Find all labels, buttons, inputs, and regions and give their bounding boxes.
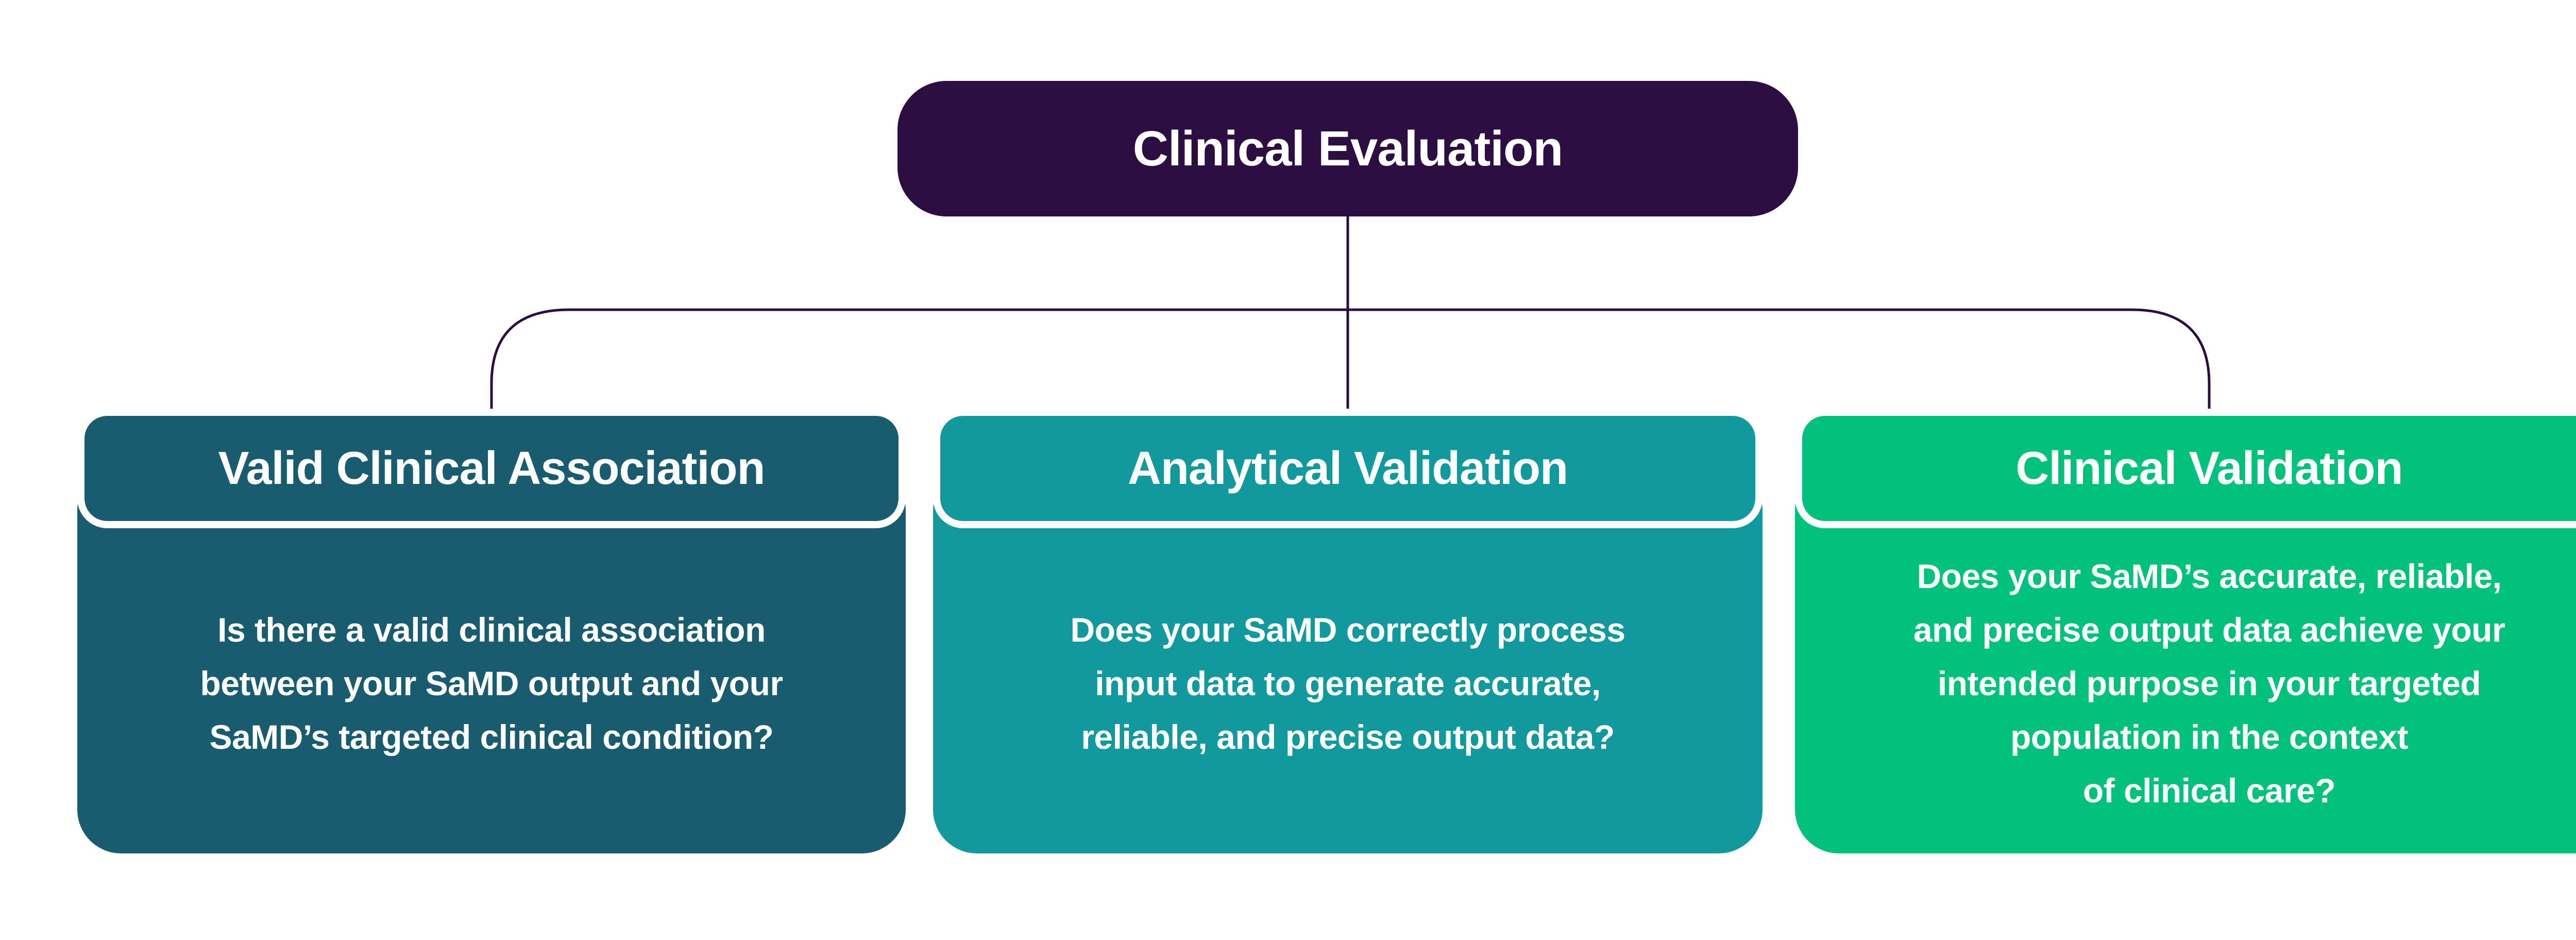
clinical-validation-description-panel: Does your SaMD’s accurate, reliable, and…: [1795, 466, 2576, 853]
valid-clinical-association-title: Valid Clinical Association: [218, 442, 766, 494]
node-valid-clinical-association: Is there a valid clinical association be…: [77, 409, 906, 853]
analytical-validation-description: Does your SaMD correctly process input d…: [1070, 610, 1625, 756]
connector-bracket: [490, 308, 2211, 410]
clinical-validation-description: Does your SaMD’s accurate, reliable, and…: [1913, 557, 2505, 810]
clinical-validation-header: Clinical Validation: [1795, 409, 2576, 528]
valid-clinical-association-header: Valid Clinical Association: [77, 409, 906, 528]
root-node: Clinical Evaluation: [897, 81, 1798, 216]
analytical-validation-header: Analytical Validation: [933, 409, 1762, 528]
analytical-validation-description-panel: Does your SaMD correctly process input d…: [933, 466, 1762, 853]
node-analytical-validation: Does your SaMD correctly process input d…: [933, 409, 1762, 853]
node-clinical-validation: Does your SaMD’s accurate, reliable, and…: [1795, 409, 2576, 853]
root-node-label: Clinical Evaluation: [1132, 121, 1564, 176]
clinical-validation-title: Clinical Validation: [2015, 442, 2403, 494]
valid-clinical-association-description: Is there a valid clinical association be…: [200, 610, 783, 756]
analytical-validation-title: Analytical Validation: [1127, 442, 1568, 494]
valid-clinical-association-description-panel: Is there a valid clinical association be…: [77, 466, 906, 853]
